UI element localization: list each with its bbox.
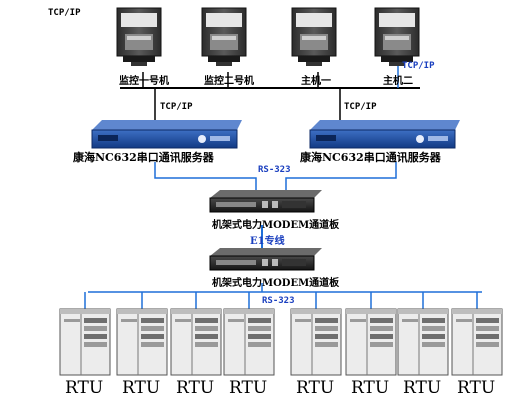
rtu-label-1: RTU bbox=[65, 378, 104, 398]
ws2-label: 监控二号机 bbox=[204, 76, 254, 87]
workstation-2 bbox=[201, 7, 247, 66]
server2-label: 康海NC632串口通讯服务器 bbox=[300, 151, 441, 164]
rtu-label-2: RTU bbox=[122, 378, 161, 398]
server-2 bbox=[309, 120, 460, 149]
rtu-cabinet-4 bbox=[223, 308, 275, 376]
rtu-cabinet-2 bbox=[116, 308, 168, 376]
rs323-bottom-label: RS-323 bbox=[262, 296, 295, 306]
rtu-cabinet-1 bbox=[59, 308, 111, 376]
rtu-cabinet-7 bbox=[397, 308, 449, 376]
server1-link-label: TCP/IP bbox=[160, 102, 193, 112]
host2-link-label: TCP/IP bbox=[402, 61, 435, 71]
rtu-cabinet-3 bbox=[170, 308, 222, 376]
server1-label: 康海NC632串口通讯服务器 bbox=[73, 151, 214, 164]
modem-top bbox=[209, 190, 322, 213]
server-1 bbox=[91, 120, 242, 149]
ws3-label: 主机一 bbox=[301, 76, 331, 87]
modem-bottom bbox=[209, 248, 322, 271]
modem-top-label: 机架式电力MODEM通道板 bbox=[212, 220, 340, 231]
rtu-group bbox=[59, 292, 503, 376]
rs323-top-label: RS-323 bbox=[258, 165, 291, 175]
rtu-label-8: RTU bbox=[457, 378, 496, 398]
ws1-label: 监控一号机 bbox=[119, 76, 169, 87]
rtu-label-3: RTU bbox=[176, 378, 215, 398]
rs323-link-left bbox=[154, 162, 257, 192]
rtu-cabinet-6 bbox=[345, 308, 397, 376]
rtu-label-7: RTU bbox=[403, 378, 442, 398]
rtu-label-5: RTU bbox=[296, 378, 335, 398]
rs323-link-right bbox=[285, 162, 397, 192]
ws4-label: 主机二 bbox=[383, 76, 413, 87]
workstation-3 bbox=[291, 7, 337, 66]
rtu-label-6: RTU bbox=[351, 378, 390, 398]
network-label: TCP/IP bbox=[48, 8, 81, 18]
modem-bottom-label: 机架式电力MODEM通道板 bbox=[212, 278, 340, 289]
rtu-label-4: RTU bbox=[229, 378, 268, 398]
server2-link-label: TCP/IP bbox=[344, 102, 377, 112]
rtu-cabinet-5 bbox=[290, 308, 342, 376]
rtu-cabinet-8 bbox=[451, 308, 503, 376]
e1-label: E1专线 bbox=[250, 236, 285, 247]
workstation-4 bbox=[374, 7, 420, 66]
workstation-1 bbox=[116, 7, 162, 66]
